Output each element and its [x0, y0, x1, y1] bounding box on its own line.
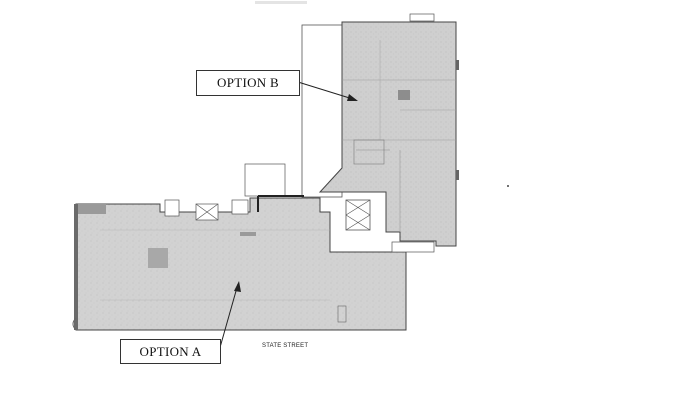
option-b-arrow: [297, 81, 358, 101]
option-b-corridor: [301, 24, 343, 198]
option-b-area: [301, 13, 459, 247]
stair-block: [345, 199, 371, 231]
street-label: STATE STREET: [262, 343, 309, 349]
option-a-label: OPTION A: [120, 339, 221, 364]
option-b-top-box: [409, 13, 435, 22]
option-a-arrow: [218, 281, 241, 352]
option-b-label: OPTION B: [196, 70, 300, 96]
option-b-column: [398, 90, 410, 100]
option-b-floor: [318, 21, 457, 247]
header-stamp: [255, 1, 307, 4]
elevator-block: [244, 163, 286, 197]
option-a-area: [72, 163, 435, 331]
option-a-column: [148, 248, 168, 268]
